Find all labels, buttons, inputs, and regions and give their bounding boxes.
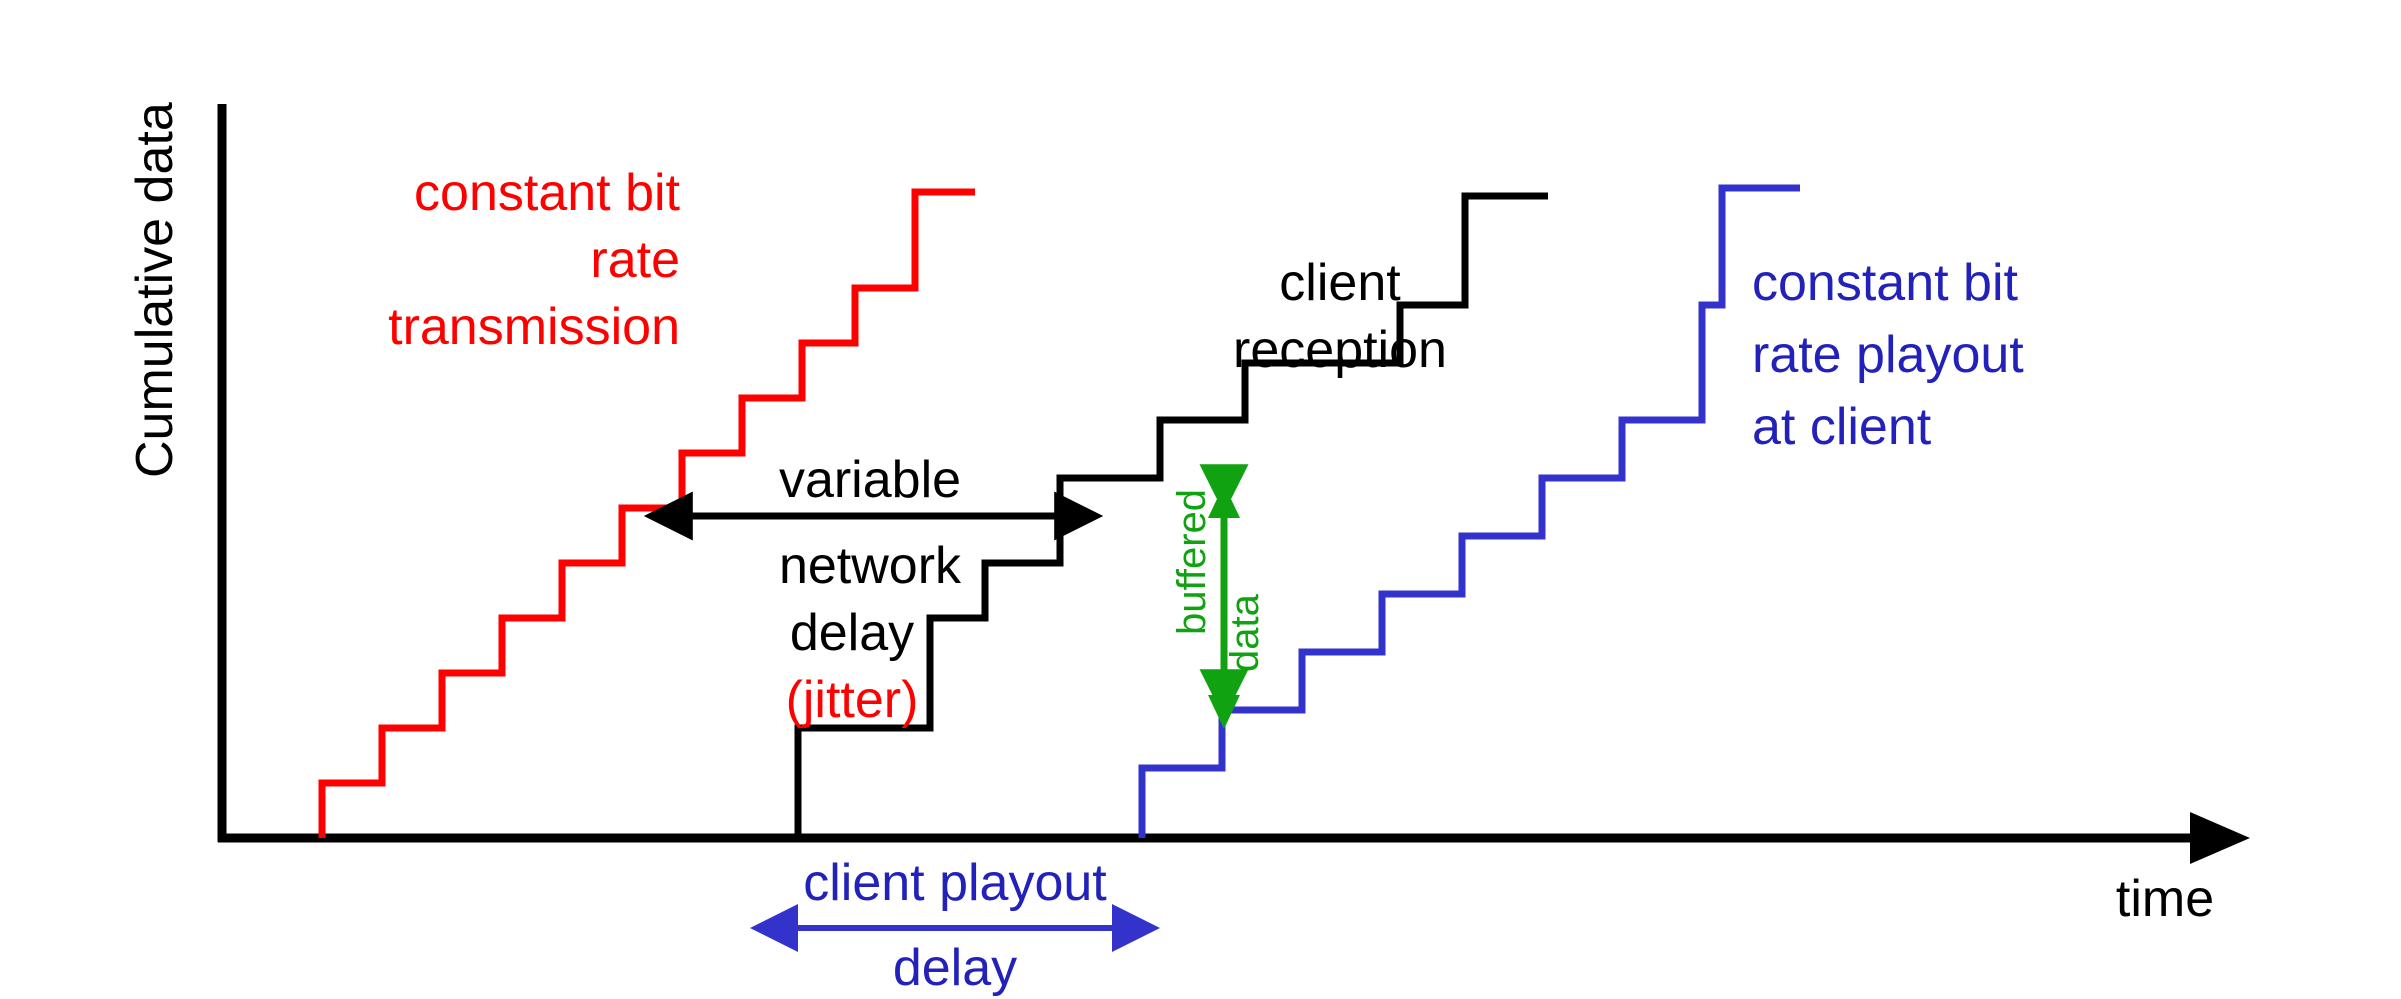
buffered-data-line2: data: [1223, 593, 1267, 672]
cbr-playout-line3: at client: [1752, 398, 1932, 456]
client-playout-delay-line1: client playout: [803, 854, 1107, 912]
label-client-reception: client reception: [1233, 254, 1447, 379]
series-cbr-playout-line: [1138, 184, 1800, 838]
client-reception-line1: client: [1279, 254, 1401, 312]
y-axis-label: Cumulative data: [126, 102, 184, 478]
buffered-data-arrowhead-up: [1208, 484, 1240, 518]
label-cbr-transmission: constant bit rate transmission: [388, 164, 680, 356]
label-cbr-playout: constant bit rate playout at client: [1752, 254, 2024, 456]
series-client-reception-line: [794, 192, 1548, 838]
variable-delay-line2: network: [779, 537, 962, 595]
client-reception-line2: reception: [1233, 321, 1447, 379]
cbr-transmission-line2: rate: [590, 231, 680, 289]
cbr-transmission-line3: transmission: [388, 298, 680, 356]
variable-delay-jitter: (jitter): [786, 671, 919, 729]
buffered-data-line1: buffered: [1170, 489, 1214, 635]
cbr-transmission-line1: constant bit: [414, 164, 680, 222]
variable-delay-line3: delay: [790, 604, 914, 662]
buffered-data-arrowhead-down: [1208, 695, 1240, 729]
x-axis-arrowhead: [2190, 812, 2250, 864]
label-client-playout-delay: client playout delay: [750, 854, 1160, 997]
cbr-playout-line1: constant bit: [1752, 254, 2018, 312]
cbr-playout-line2: rate playout: [1752, 326, 2024, 384]
axes-group: [217, 104, 2250, 864]
series-cbr-transmission-line: [318, 188, 975, 838]
client-playout-delay-line2: delay: [893, 939, 1017, 997]
label-buffered-data: buffered data: [1170, 464, 1267, 729]
variable-delay-line1: variable: [779, 451, 961, 509]
x-axis-label: time: [2116, 870, 2214, 928]
label-variable-network-delay: variable network delay (jitter): [643, 451, 1104, 729]
